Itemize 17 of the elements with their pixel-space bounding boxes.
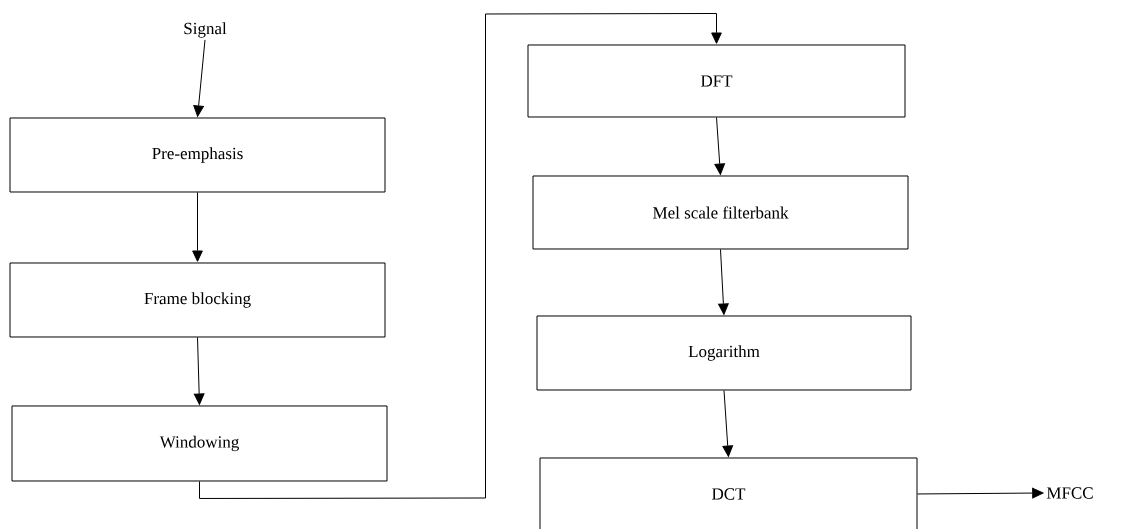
process-box: Pre-emphasis — [9, 117, 386, 193]
process-box: Frame blocking — [9, 262, 386, 338]
arrow — [917, 487, 1044, 499]
text-label: MFCC — [1046, 487, 1093, 499]
process-box: DCT — [539, 457, 918, 529]
text-label: Signal — [184, 22, 227, 38]
process-box: Windowing — [11, 405, 388, 482]
arrow — [199, 13, 722, 499]
process-box: DFT — [527, 44, 906, 118]
arrow — [192, 192, 203, 262]
arrow — [193, 337, 205, 405]
process-box: Mel scale filterbank — [532, 175, 909, 250]
arrow — [718, 249, 729, 315]
arrow — [714, 117, 726, 175]
arrow — [722, 390, 734, 457]
arrow — [193, 39, 206, 117]
process-box: Logarithm — [536, 315, 912, 391]
